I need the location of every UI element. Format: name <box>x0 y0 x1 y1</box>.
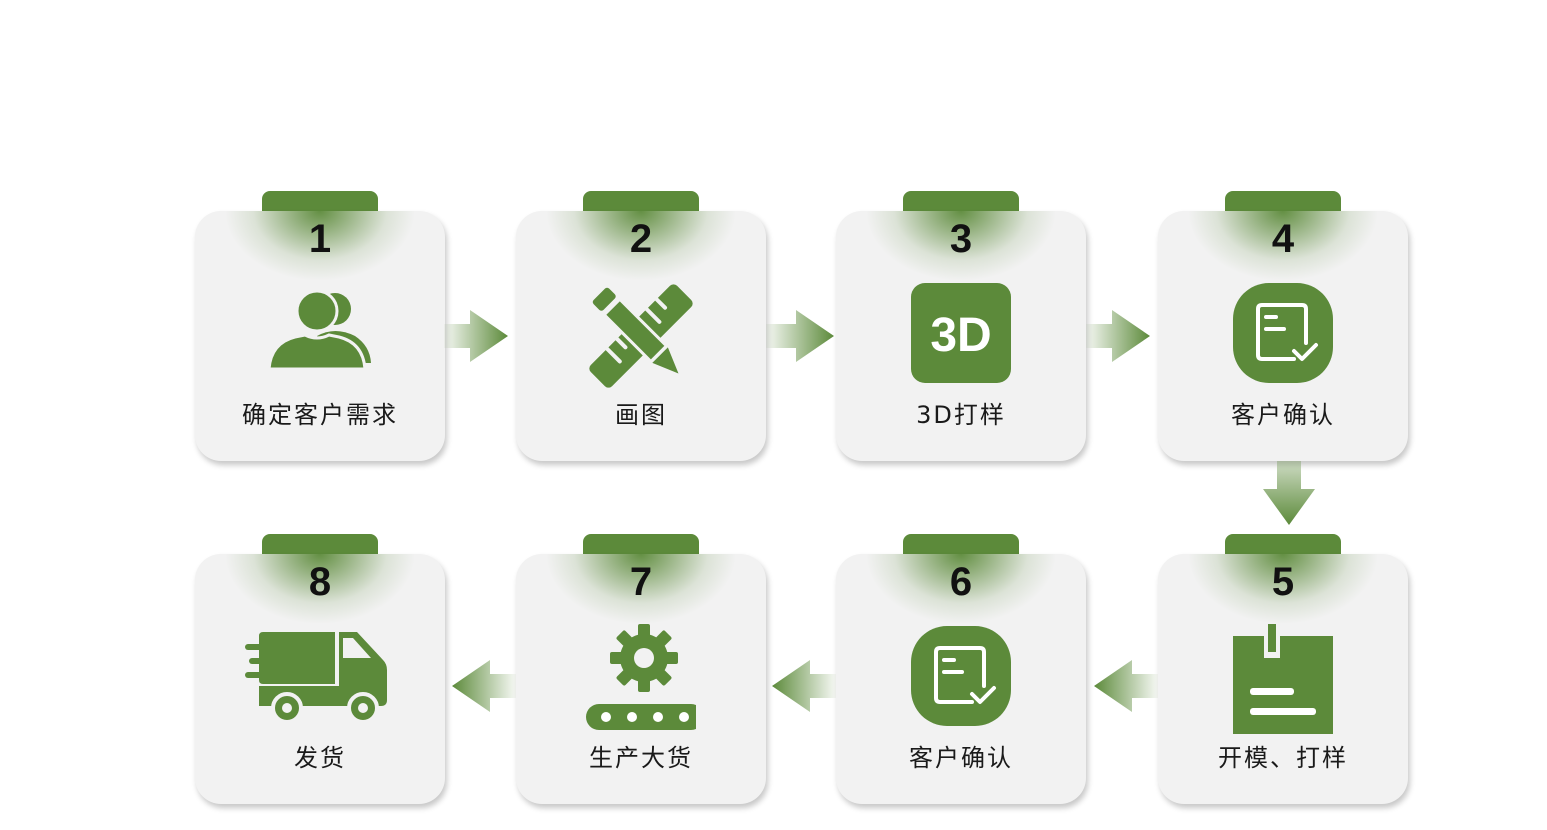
delivery-truck-icon <box>245 624 395 734</box>
step-number: 1 <box>308 217 332 261</box>
step-8: 8 发货 <box>195 534 445 804</box>
step-label: 生产大货 <box>589 744 693 772</box>
step-number: 3 <box>949 217 973 261</box>
arrow-left-7-to-8 <box>452 660 516 712</box>
step-4: 4 客户确认 <box>1158 191 1408 461</box>
document-check-icon <box>906 624 1016 734</box>
step-label: 客户确认 <box>909 744 1013 772</box>
step-card: 7 <box>516 554 766 804</box>
3d-icon: 3D <box>906 281 1016 391</box>
pencil-ruler-icon <box>586 281 696 391</box>
step-2: 2 <box>516 191 766 461</box>
step-number: 7 <box>629 560 653 604</box>
arrow-down-4-to-5 <box>1263 461 1315 525</box>
step-card: 3 3D 3D打样 <box>836 211 1086 461</box>
step-label: 画图 <box>615 401 667 429</box>
step-card: 5 开模、打样 <box>1158 554 1408 804</box>
step-number: 6 <box>949 560 973 604</box>
step-card: 4 客户确认 <box>1158 211 1408 461</box>
step-number: 2 <box>629 217 653 261</box>
step-card: 2 <box>516 211 766 461</box>
step-number: 5 <box>1271 560 1295 604</box>
step-3: 3 3D 3D打样 <box>836 191 1086 461</box>
step-number: 4 <box>1271 217 1295 261</box>
step-number: 8 <box>308 560 332 604</box>
arrow-left-6-to-7 <box>772 660 836 712</box>
step-label: 发货 <box>294 744 346 772</box>
users-icon <box>265 281 375 391</box>
step-card: 6 客户确认 <box>836 554 1086 804</box>
step-7: 7 <box>516 534 766 804</box>
arrow-right-2-to-3 <box>766 310 834 362</box>
3d-icon-text: 3D <box>930 309 991 362</box>
step-label: 开模、打样 <box>1218 744 1348 772</box>
arrow-left-5-to-6 <box>1094 660 1158 712</box>
step-label: 确定客户需求 <box>242 401 398 429</box>
arrow-right-1-to-2 <box>444 310 508 362</box>
step-label: 客户确认 <box>1231 401 1335 429</box>
step-card: 8 发货 <box>195 554 445 804</box>
arrow-right-3-to-4 <box>1086 310 1150 362</box>
mold-icon <box>1228 624 1338 734</box>
conveyor-gear-icon <box>586 624 696 734</box>
step-card: 1 确定客户需求 <box>195 211 445 461</box>
step-label: 3D打样 <box>916 401 1006 429</box>
step-6: 6 客户确认 <box>836 534 1086 804</box>
step-5: 5 开模、打样 <box>1158 534 1408 804</box>
document-check-icon <box>1228 281 1338 391</box>
step-1: 1 确定客户需求 <box>195 191 445 461</box>
